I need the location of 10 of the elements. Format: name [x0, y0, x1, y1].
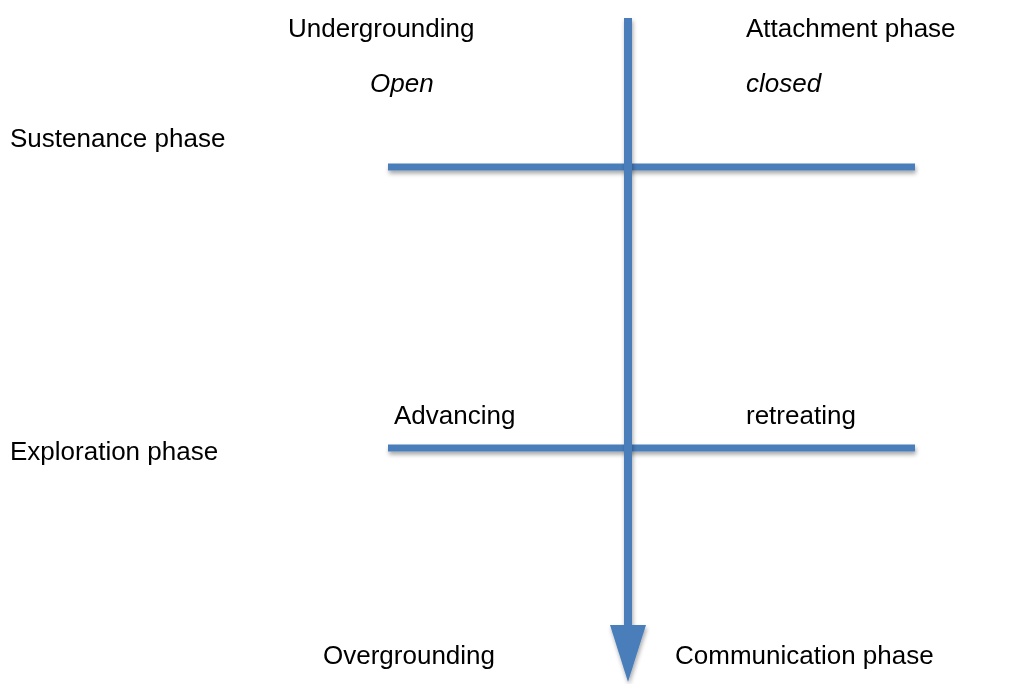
row-label: Sustenance phase	[10, 123, 226, 153]
axis-label: Overgrounding	[323, 640, 495, 670]
axis-label: Undergrounding	[288, 13, 475, 43]
axis-label: closed	[746, 68, 822, 98]
axis-label: Attachment phase	[746, 13, 956, 43]
axis-label: retreating	[746, 400, 856, 430]
axis-label: Advancing	[394, 400, 516, 430]
axis-label: Open	[370, 68, 434, 98]
axis-label: Communication phase	[675, 640, 934, 670]
row-label: Exploration phase	[10, 436, 219, 466]
